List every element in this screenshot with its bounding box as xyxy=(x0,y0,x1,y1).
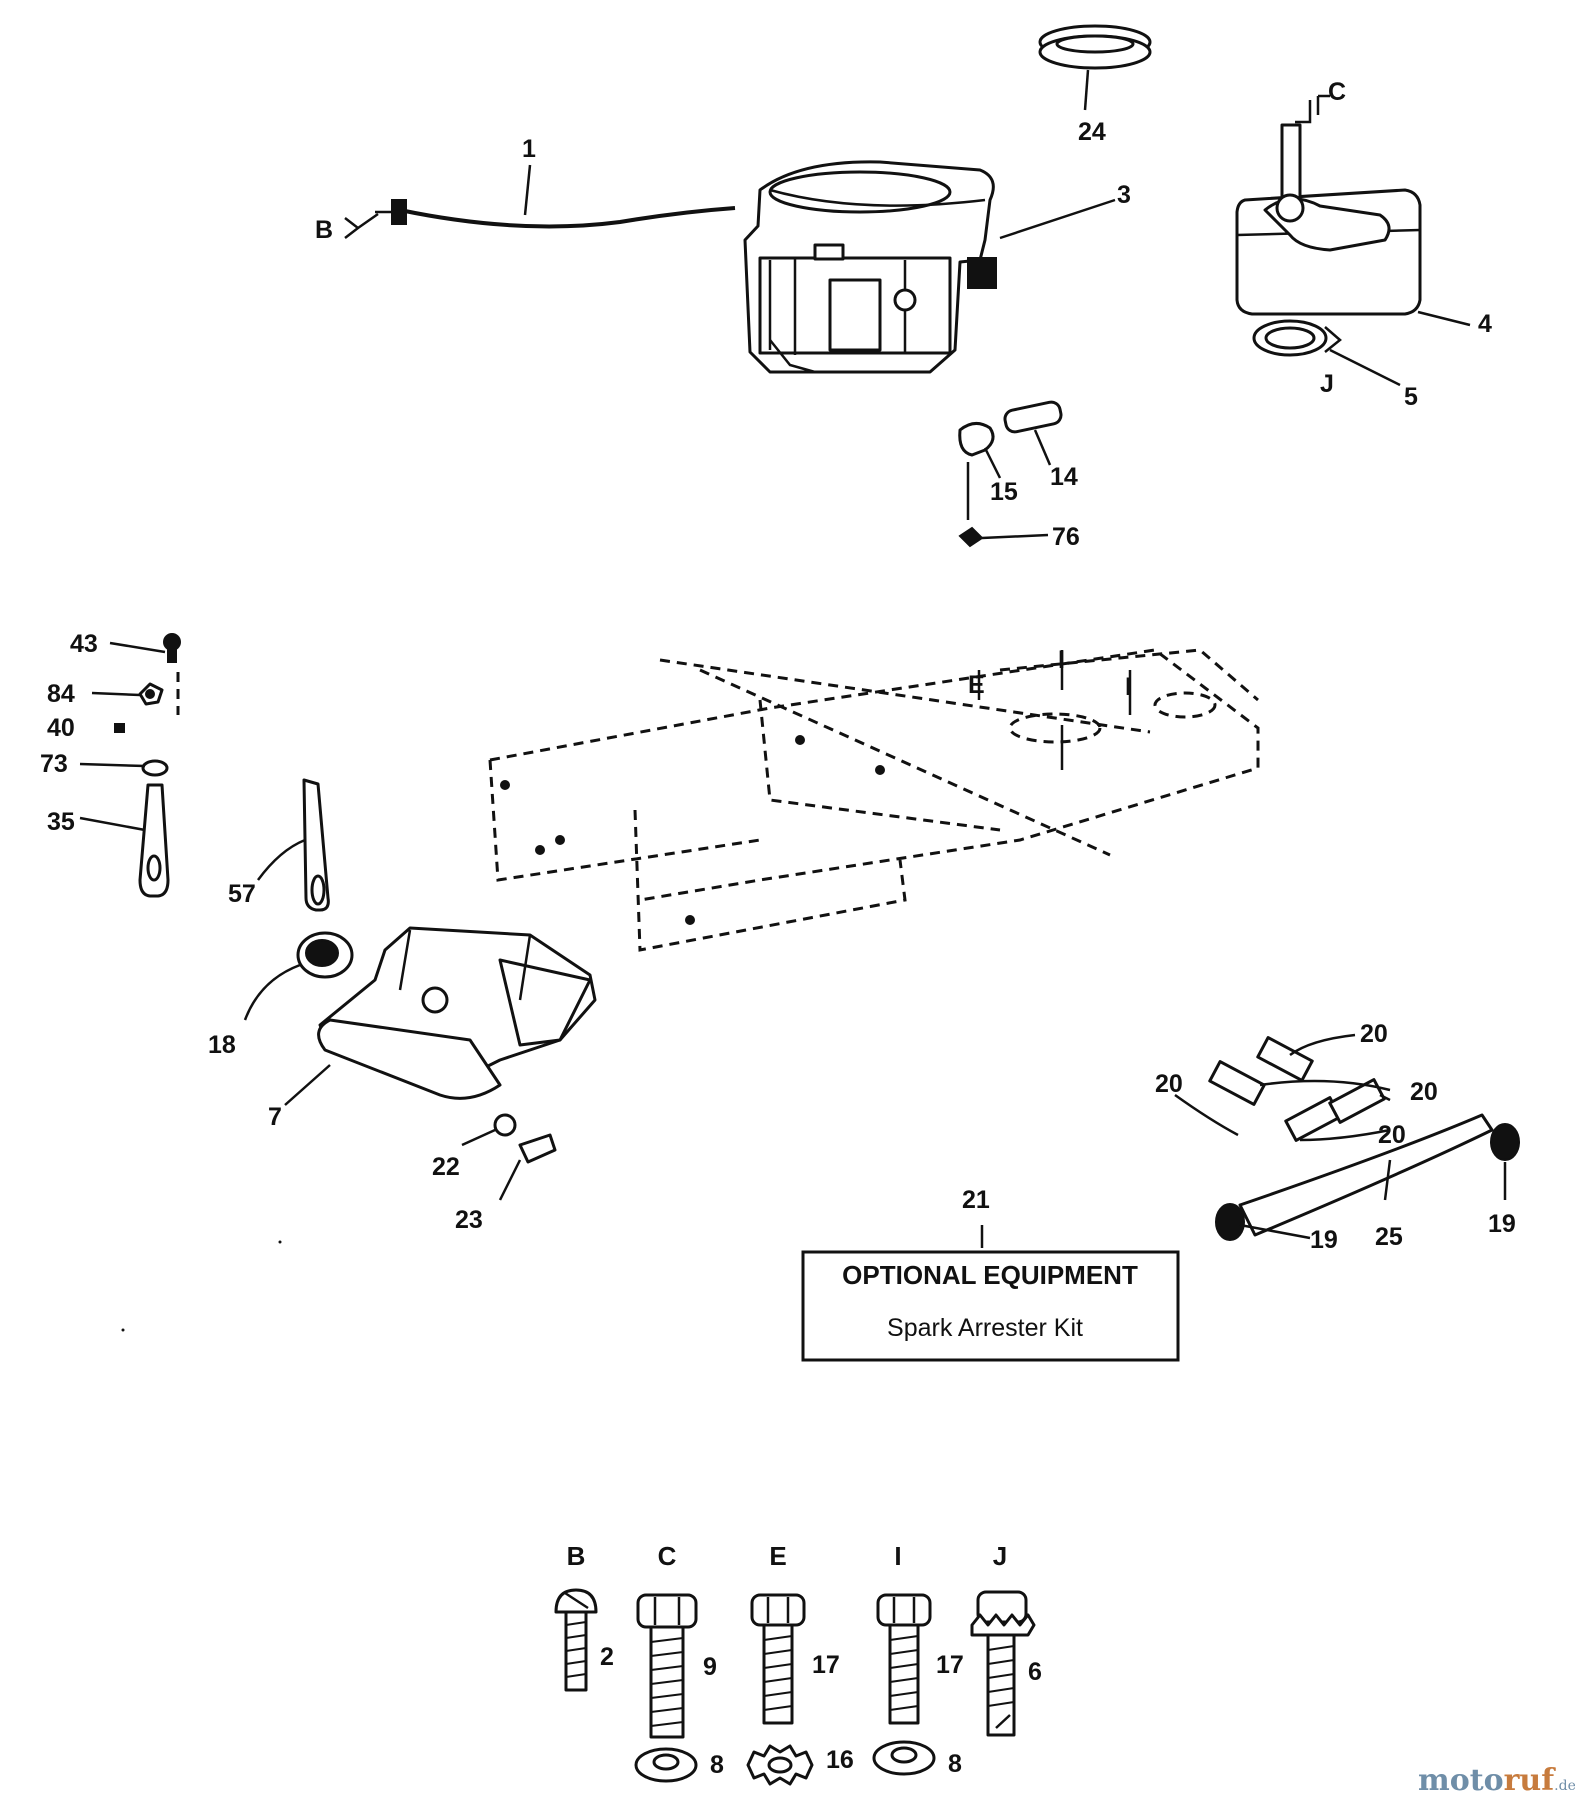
filter-ring xyxy=(1038,24,1152,70)
washer-number-C: 8 xyxy=(710,1751,724,1779)
washer-E xyxy=(746,1744,814,1786)
label-14: 14 xyxy=(1050,463,1078,491)
label-7: 7 xyxy=(268,1103,282,1131)
chassis-frame xyxy=(488,648,1260,952)
screw-number-I: 17 xyxy=(936,1651,964,1679)
grille-fasteners xyxy=(493,1113,557,1164)
screw-I xyxy=(876,1593,932,1725)
hardware-stack xyxy=(114,633,181,898)
spark-arrester-kit-label: Spark Arrester Kit xyxy=(887,1314,1083,1342)
pipe-and-clamp xyxy=(958,400,1063,548)
label-21: 21 xyxy=(962,1186,990,1214)
screw-number-E: 17 xyxy=(812,1651,840,1679)
label-19-a: 19 xyxy=(1310,1226,1338,1254)
screw-number-C: 9 xyxy=(703,1653,717,1681)
label-20-c: 20 xyxy=(1410,1078,1438,1106)
label-23: 23 xyxy=(455,1206,483,1234)
screw-E xyxy=(750,1593,806,1725)
hardware-legend: B C E I J xyxy=(554,1541,1042,1786)
hardware-letter-I: I xyxy=(894,1541,901,1571)
label-20-b: 20 xyxy=(1155,1070,1183,1098)
washer-C xyxy=(634,1747,698,1783)
label-73: 73 xyxy=(40,750,68,778)
rod xyxy=(302,778,330,912)
muffler xyxy=(1235,94,1422,316)
optional-equipment-title: OPTIONAL EQUIPMENT xyxy=(842,1260,1138,1290)
label-C: C xyxy=(1328,78,1346,106)
label-I-1: I xyxy=(1058,646,1065,674)
screw-number-J: 6 xyxy=(1028,1658,1042,1686)
label-B: B xyxy=(315,216,333,244)
watermark-part-1: moto xyxy=(1418,1763,1504,1798)
hardware-letter-B: B xyxy=(567,1541,586,1571)
label-40: 40 xyxy=(47,714,75,742)
washer-number-E: 16 xyxy=(826,1746,854,1774)
label-20-a: 20 xyxy=(1360,1020,1388,1048)
screw-C xyxy=(636,1593,698,1739)
label-22: 22 xyxy=(432,1153,460,1181)
label-19-b: 19 xyxy=(1488,1210,1516,1238)
label-43: 43 xyxy=(70,630,98,658)
label-1: 1 xyxy=(522,135,536,163)
label-5: 5 xyxy=(1404,383,1418,411)
label-76: 76 xyxy=(1052,523,1080,551)
leader-lines xyxy=(79,69,1507,1248)
washer-I xyxy=(872,1740,936,1776)
label-20-d: 20 xyxy=(1378,1121,1406,1149)
hardware-letter-J: J xyxy=(993,1541,1007,1571)
label-35: 35 xyxy=(47,808,75,836)
throttle-cable xyxy=(344,199,736,239)
label-I-2: I xyxy=(1125,673,1132,701)
screw-number-B: 2 xyxy=(600,1643,614,1671)
knob xyxy=(296,931,354,979)
screw-B xyxy=(554,1588,598,1692)
label-24: 24 xyxy=(1078,118,1106,146)
watermark-suffix: .de xyxy=(1554,1778,1575,1794)
label-18: 18 xyxy=(208,1031,236,1059)
optional-equipment-box: OPTIONAL EQUIPMENT Spark Arrester Kit xyxy=(801,1250,1180,1362)
label-4: 4 xyxy=(1478,310,1492,338)
label-J: J xyxy=(1320,370,1334,398)
label-3: 3 xyxy=(1117,181,1131,209)
label-15: 15 xyxy=(990,478,1018,506)
watermark-part-2: ruf xyxy=(1504,1763,1557,1798)
grille xyxy=(317,926,597,1100)
watermark: motoruf.de xyxy=(1418,1763,1575,1798)
callout-labels: 1 3 24 4 5 B C J 14 15 76 43 84 40 73 35… xyxy=(40,78,1516,1254)
engine xyxy=(743,160,997,374)
gasket xyxy=(1252,319,1342,357)
spark-arrester-parts xyxy=(1208,1036,1520,1241)
label-57: 57 xyxy=(228,880,256,908)
label-25: 25 xyxy=(1375,1223,1403,1251)
svg-text:motoruf.de: motoruf.de xyxy=(1418,1763,1575,1798)
hardware-letter-C: C xyxy=(658,1541,677,1571)
label-84: 84 xyxy=(47,680,75,708)
screw-J xyxy=(970,1590,1036,1737)
hardware-letter-E: E xyxy=(769,1541,786,1571)
label-E: E xyxy=(968,671,985,699)
washer-number-I: 8 xyxy=(948,1750,962,1778)
